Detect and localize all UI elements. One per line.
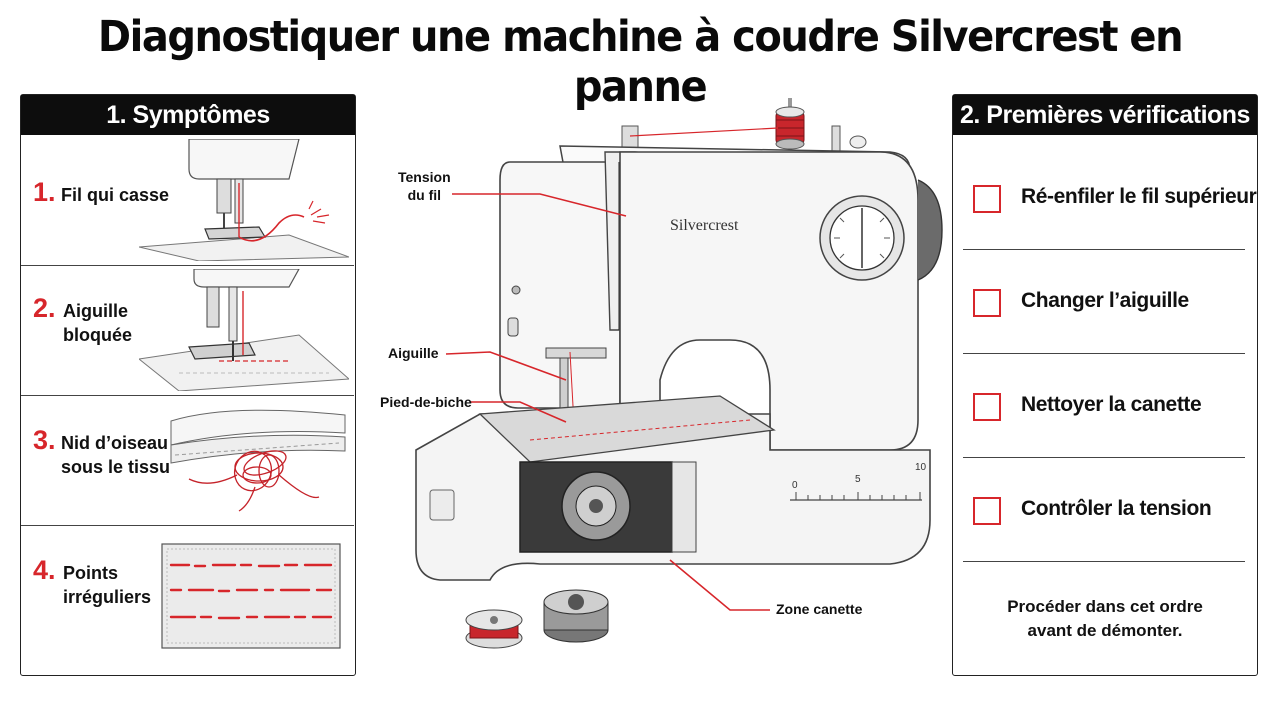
symptom-label-line: sous le tissu [61,457,171,477]
checkbox[interactable] [973,497,1001,525]
symptoms-heading: 1. Symptômes [21,95,355,135]
symptom-label-line: Nid d’oiseau [61,433,169,453]
machine-brand: Silvercrest [670,217,739,234]
note-line: avant de démonter. [1027,621,1183,640]
stitch-length-scale: 0 5 10 [790,462,927,501]
bobbin-case-icon [543,589,609,643]
symptom-row-birds-nest: 3. Nid d’oiseau sous le tissu [21,395,354,526]
bobbin-compartment-icon [519,461,697,553]
checkbox[interactable] [973,289,1001,317]
bobbin-spool-icon [465,609,523,649]
check-label: Changer l’aiguille [1021,289,1189,312]
check-label: Contrôler la tension [1021,497,1212,520]
symptom-label: Nid d’oiseau sous le tissu [61,431,170,479]
symptom-label: Aiguille bloquée [63,299,132,347]
check-row-rethread[interactable]: Ré-enfiler le fil supérieur [963,145,1257,250]
callout-line: Tension [398,169,451,185]
scale-tick-label: 5 [855,474,861,485]
symptom-number: 2. [33,293,56,323]
symptom-label-line: Points [63,563,119,583]
sewing-machine-illustration: Silvercrest 0 5 10 [415,98,943,649]
birds-nest-illustration [170,409,346,512]
check-row-clean-bobbin[interactable]: Nettoyer la canette [963,353,1245,458]
needle-callout: Aiguille [388,345,439,361]
scale-tick-label: 0 [792,480,798,491]
page-title: Diagnostiquer une machine à coudre Silve… [97,12,1184,112]
checkbox[interactable] [973,393,1001,421]
symptom-label: Fil qui casse [61,185,170,205]
bobbin-zone-callout: Zone canette [776,601,863,617]
checks-heading: 2. Premières vérifications [953,95,1257,135]
symptom-label-line: bloquée [63,325,133,345]
symptom-label-line: irréguliers [63,587,152,607]
scale-tick-label: 10 [915,462,927,473]
symptom-number: 1. [33,177,56,207]
stitch-dial-icon [819,195,905,281]
note-line: Procéder dans cet ordre [1007,597,1203,616]
check-row-check-tension[interactable]: Contrôler la tension [963,457,1245,562]
symptom-label: Points irréguliers [63,561,151,609]
presser-foot-callout: Pied-de-biche [380,394,472,410]
thread-spool-icon [775,98,805,150]
symptom-row-needle-stuck: 2. Aiguille bloquée [21,265,354,396]
check-label: Ré-enfiler le fil supérieur [1021,185,1257,208]
check-label: Nettoyer la canette [1021,393,1202,416]
check-row-change-needle[interactable]: Changer l’aiguille [963,249,1245,354]
checks-panel: 2. Premières vérifications Ré-enfiler le… [952,94,1258,676]
symptom-row-thread-break: 1. Fil qui casse [21,135,354,266]
symptom-number: 3. [33,425,56,455]
broken-thread-illustration [139,139,349,261]
symptom-label-line: Aiguille [63,301,129,321]
stuck-needle-illustration [139,269,349,391]
order-note: Procéder dans cet ordre avant de démonte… [953,595,1257,643]
symptoms-panel: 1. Symptômes 1. Fil qui casse 2. Aiguill… [20,94,356,676]
irregular-stitches-illustration [161,543,341,649]
symptom-row-irregular-stitches: 4. Points irréguliers [21,525,354,673]
tension-callout: Tension du fil [398,168,451,204]
callout-line: du fil [407,187,442,203]
checkbox[interactable] [973,185,1001,213]
symptom-number: 4. [33,555,56,585]
